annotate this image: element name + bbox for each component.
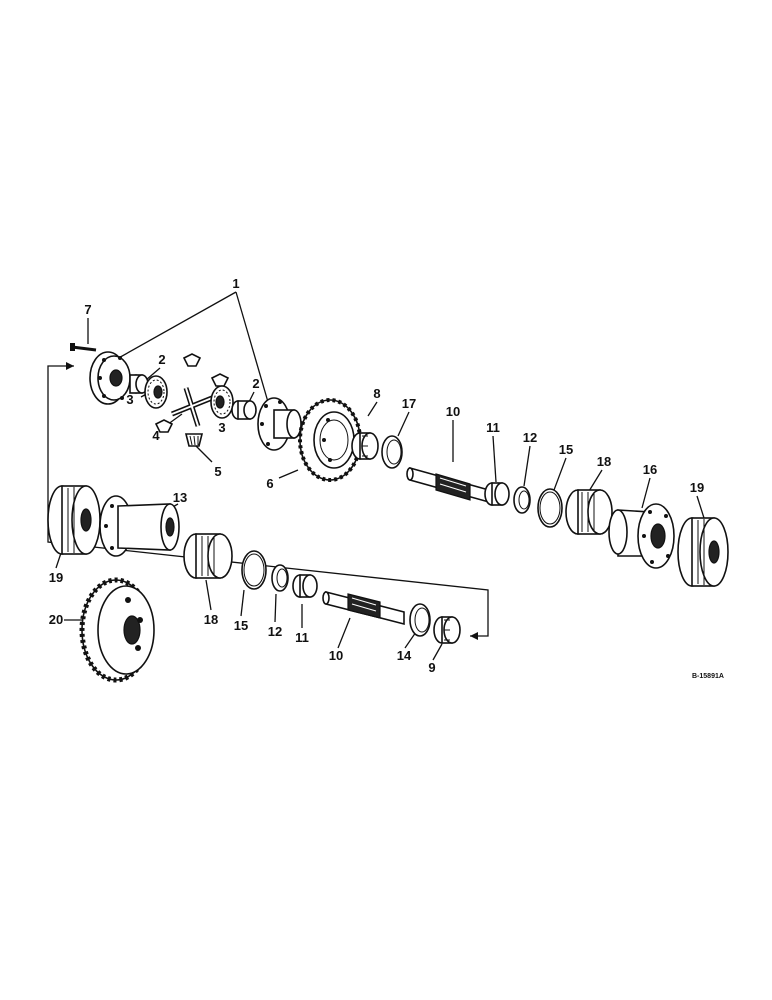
- bearing-cone-mid-top-part: [484, 482, 510, 506]
- callout-11-top: 11: [486, 420, 500, 435]
- clutch-pack-bottom-part: [183, 533, 233, 579]
- callout-8: 8: [373, 386, 380, 401]
- callout-18-bottom: 18: [204, 612, 218, 627]
- bearing-cone-bottom-part: [433, 616, 461, 644]
- leader-lines: [47, 291, 705, 661]
- callout-14: 14: [397, 648, 412, 663]
- clutch-pack-top-part: [565, 489, 613, 535]
- bearing-cup-bottom-part: [271, 564, 289, 592]
- carrier-housing-part: [608, 503, 675, 569]
- callout-9: 9: [428, 660, 435, 675]
- callout-6: 6: [266, 476, 273, 491]
- carrier-left-part: [99, 495, 180, 557]
- ring-gear-part: [298, 398, 362, 482]
- bearing-cone-top-part: [351, 432, 379, 460]
- pinion-gears-part: [154, 353, 230, 433]
- callout-3-left: 3: [126, 392, 133, 407]
- brake-disc-left-part: [47, 485, 101, 555]
- callout-20: 20: [49, 612, 63, 627]
- side-gear-left-part: [144, 375, 168, 409]
- callout-19-right: 19: [690, 480, 704, 495]
- bearing-cone-mid-bottom-part: [292, 574, 318, 598]
- spider-cross-part: [171, 387, 213, 427]
- callout-17: 17: [402, 396, 416, 411]
- bearing-cup-bottom-right-part: [409, 603, 431, 637]
- bolt-part: [70, 343, 97, 352]
- pinion-shaft-bottom-part: [322, 590, 405, 626]
- callout-12-top: 12: [523, 430, 537, 445]
- callout-18-top: 18: [597, 454, 611, 469]
- bull-gear-part: [79, 577, 155, 683]
- callout-3-right: 3: [218, 420, 225, 435]
- callout-1: 1: [232, 276, 239, 291]
- pinion-shaft-top-part: [406, 466, 497, 506]
- differential-case-right-part: [257, 397, 302, 451]
- callout-19-left: 19: [49, 570, 63, 585]
- callout-labels: 1 7 2 3 2 3 4 5 6 8 17 10 11 12 15 18 16…: [49, 276, 724, 680]
- callout-10-bottom: 10: [329, 648, 343, 663]
- callout-4: 4: [152, 428, 160, 443]
- callout-2-left: 2: [158, 352, 165, 367]
- callout-10-top: 10: [446, 404, 460, 419]
- reference-number: B-15891A: [692, 673, 724, 680]
- callout-7: 7: [84, 302, 91, 317]
- thrust-washer-right-part: [231, 400, 257, 420]
- callout-13: 13: [173, 490, 187, 505]
- pinion-gear-bottom-part: [184, 433, 204, 447]
- callout-15-top: 15: [559, 442, 573, 457]
- bearing-cup-mid-top-part: [513, 486, 531, 514]
- callout-15-bottom: 15: [234, 618, 248, 633]
- differential-case-left-part: [89, 351, 131, 405]
- callout-16: 16: [643, 462, 657, 477]
- callout-2-right: 2: [252, 376, 259, 391]
- callout-11-bottom: 11: [295, 630, 309, 645]
- thrust-washer-left-part: [129, 374, 149, 394]
- bearing-cup-top-part: [381, 435, 403, 469]
- snap-ring-bottom-part: [241, 550, 267, 590]
- snap-ring-top-part: [537, 488, 563, 528]
- brake-disc-right-part: [677, 517, 729, 587]
- callout-12-bottom: 12: [268, 624, 282, 639]
- callout-5: 5: [214, 464, 221, 479]
- side-gear-right-part: [210, 385, 234, 419]
